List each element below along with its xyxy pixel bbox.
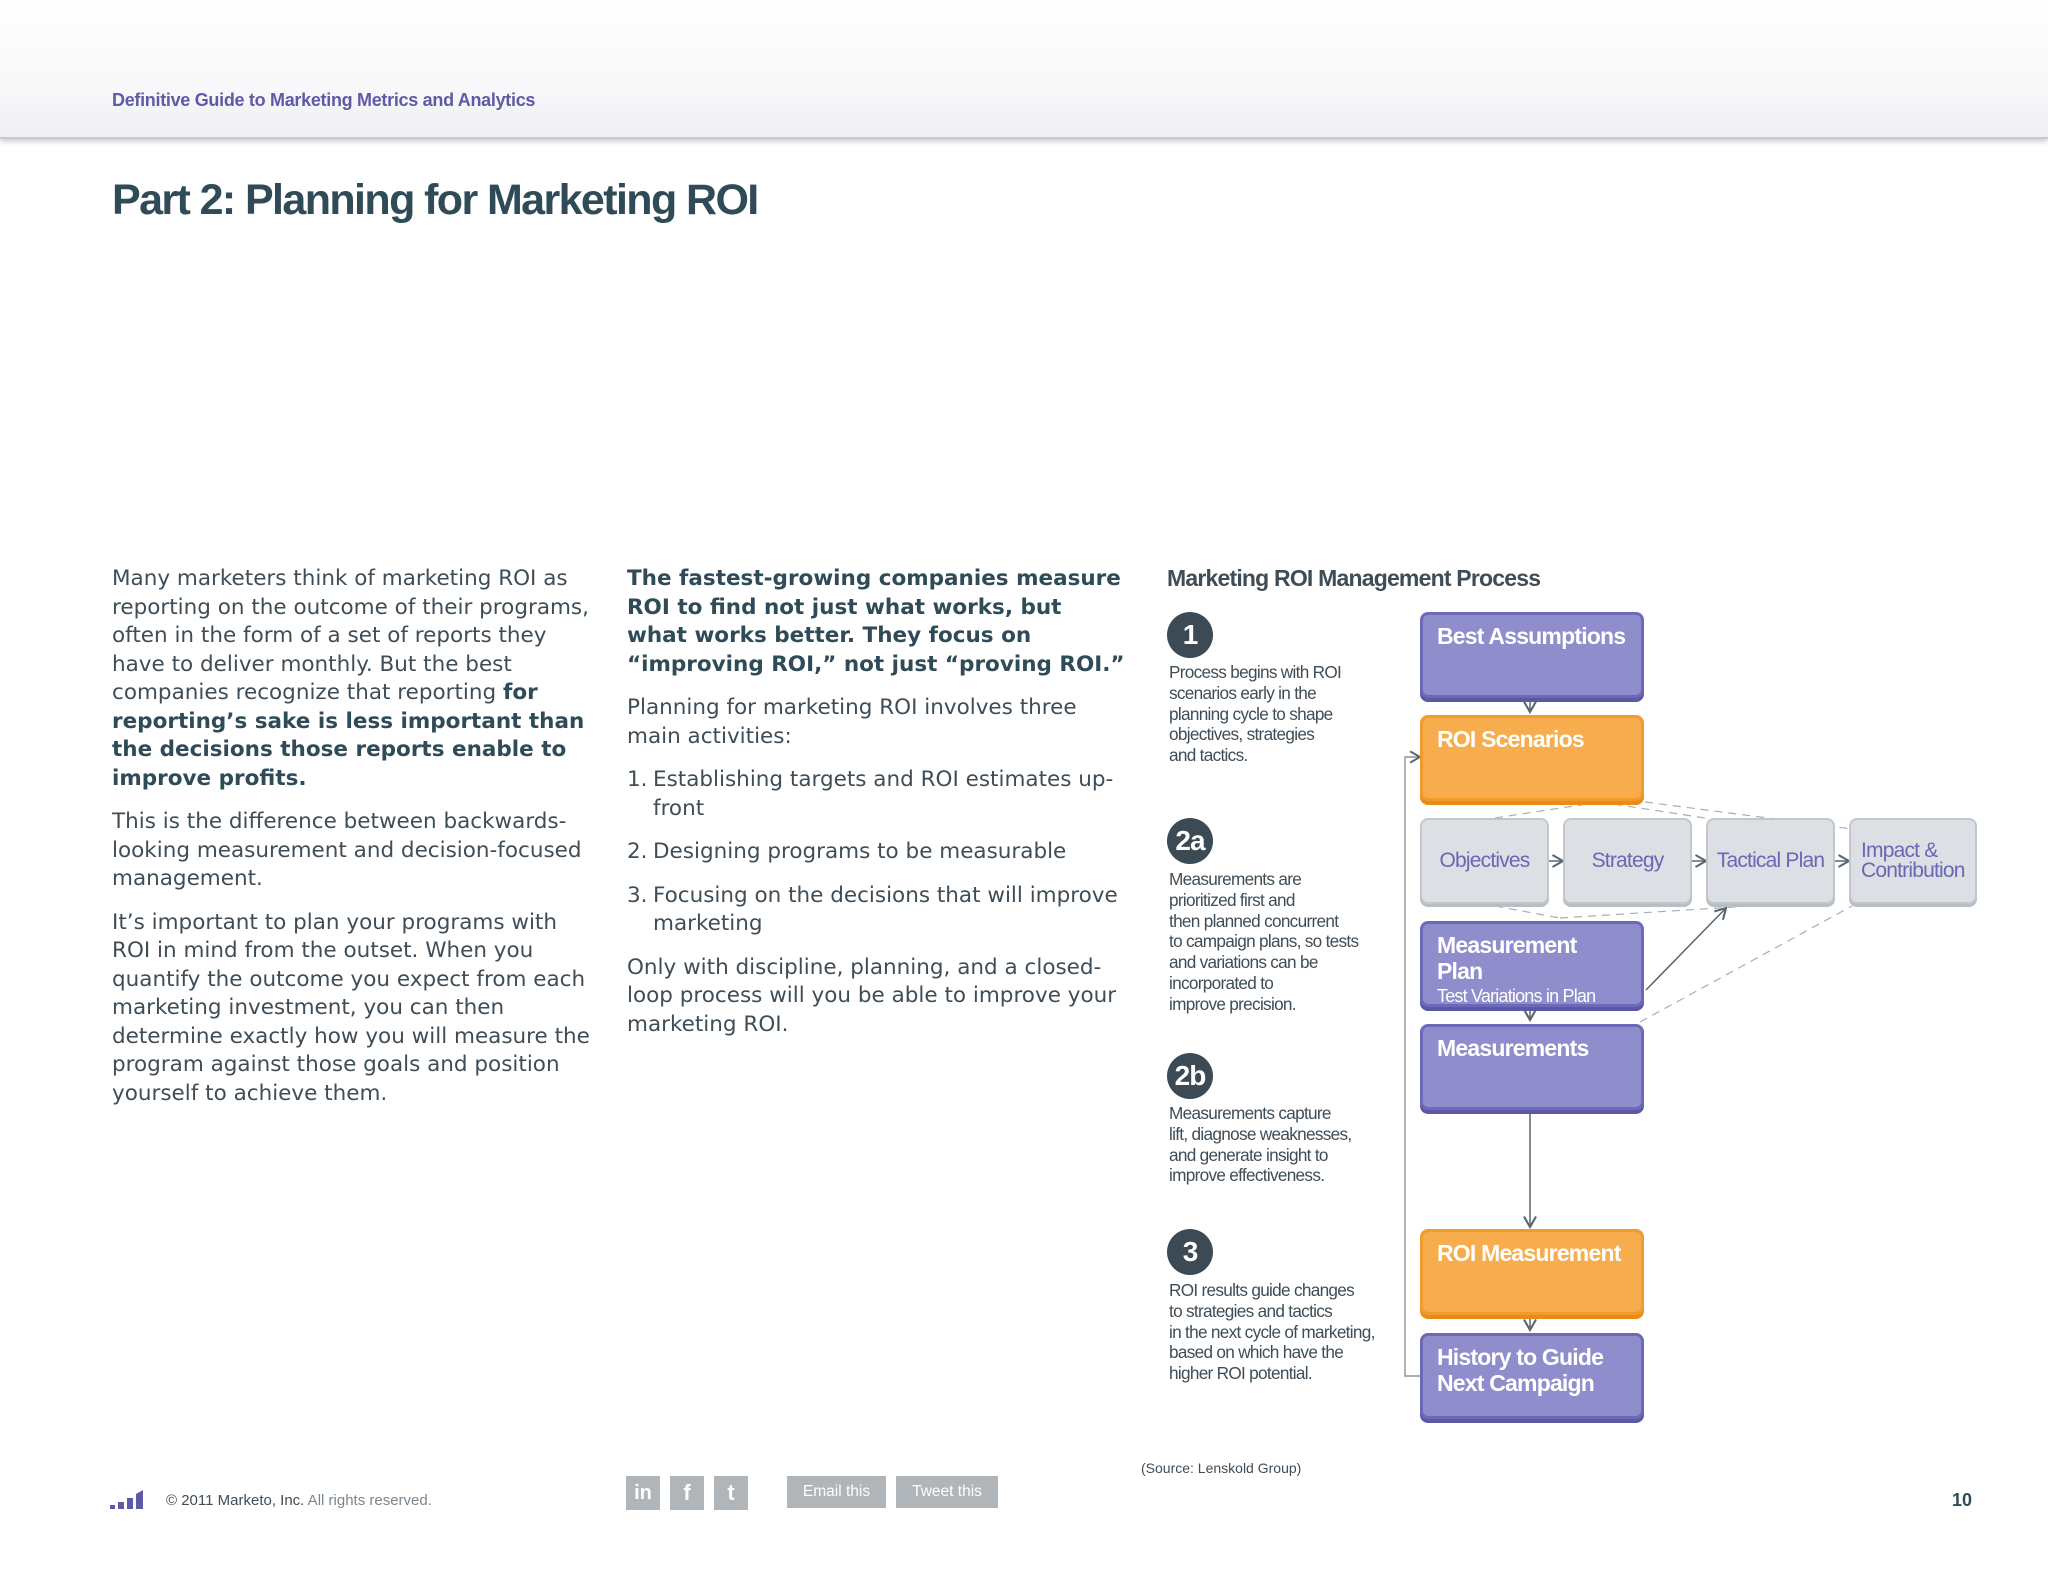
box-label: ROI Scenarios <box>1437 726 1585 752</box>
description-line: based on which have the <box>1169 1342 1344 1363</box>
description-line: then planned concurrent <box>1169 910 1339 931</box>
linkedin-icon[interactable]: in <box>626 1476 660 1510</box>
step-description: ROI results guide changes to strategies … <box>1169 1280 1375 1384</box>
rights-text: All rights reserved. <box>304 1492 432 1509</box>
box-label: Best Assumptions <box>1437 623 1626 649</box>
measurement-plan-box: Measurement Plan Test Variations in Plan <box>1420 921 1644 1007</box>
step-badge: 1 <box>1167 612 1213 658</box>
strategy-box: Strategy <box>1563 818 1692 904</box>
copyright: © 2011 Marketo, Inc. All rights reserved… <box>166 1492 432 1509</box>
list-text: Focusing on the decisions that will impr… <box>653 882 1118 937</box>
description-line: and variations can be <box>1169 952 1318 973</box>
description-line: improve precision. <box>1169 993 1297 1014</box>
step-description: Process begins with ROI scenarios early … <box>1169 662 1342 766</box>
marketo-logo-icon <box>110 1490 143 1509</box>
description-line: Measurements are <box>1169 869 1302 889</box>
roi-scenarios-box: ROI Scenarios <box>1420 715 1644 801</box>
description-line: prioritized first and <box>1169 889 1295 910</box>
list-number: 1. <box>627 767 648 792</box>
step-description: Measurements capture lift, diagnose weak… <box>1169 1103 1352 1186</box>
list-item: 3. Focusing on the decisions that will i… <box>627 882 1127 939</box>
paragraph: Many marketers think of marketing ROI as… <box>112 565 598 793</box>
description-line: ROI results guide changes <box>1169 1280 1355 1300</box>
tweet-this-button[interactable]: Tweet this <box>896 1476 998 1508</box>
paragraph: This is the difference between backwards… <box>112 809 582 891</box>
measurements-box: Measurements <box>1420 1024 1644 1110</box>
paragraph: It’s important to plan your programs wit… <box>112 909 590 1106</box>
description-line: Measurements capture <box>1169 1103 1331 1123</box>
step-badge: 2b <box>1167 1053 1213 1099</box>
step-badge: 2a <box>1167 818 1213 864</box>
history-box: History to Guide Next Campaign <box>1420 1333 1644 1419</box>
box-label: Measurement Plan <box>1437 932 1577 984</box>
objectives-box: Objectives <box>1420 818 1549 904</box>
description-line: in the next cycle of marketing, <box>1169 1321 1375 1342</box>
email-this-button[interactable]: Email this <box>787 1476 886 1508</box>
description-line: and tactics. <box>1169 745 1248 766</box>
best-assumptions-box: Best Assumptions <box>1420 612 1644 698</box>
tactical-plan-box: Tactical Plan <box>1706 818 1835 904</box>
box-label: Contribution <box>1861 859 1965 882</box>
list-item: 1. Establishing targets and ROI estimate… <box>627 766 1127 823</box>
description-line: to campaign plans, so tests <box>1169 931 1359 952</box>
step-description: Measurements are prioritized first and t… <box>1169 869 1359 1015</box>
box-label: History to Guide <box>1437 1344 1604 1370</box>
description-line: lift, diagnose weaknesses, <box>1169 1123 1352 1144</box>
list-text: Designing programs to be measurable <box>653 839 1067 864</box>
twitter-icon[interactable]: t <box>714 1476 748 1510</box>
box-label: Objectives <box>1439 849 1530 872</box>
list-text: Establishing targets and ROI estimates u… <box>653 767 1114 821</box>
source-note: (Source: Lenskold Group) <box>1141 1460 1302 1476</box>
document-title: Definitive Guide to Marketing Metrics an… <box>112 90 536 110</box>
description-line: objectives, strategies <box>1169 724 1315 745</box>
pull-quote: The fastest-growing companies measure RO… <box>627 566 1125 677</box>
box-sublabel: Test Variations in Plan <box>1437 986 1596 1006</box>
box-label: ROI Measurement <box>1437 1240 1621 1266</box>
description-line: scenarios early in the <box>1169 682 1317 703</box>
description-line: to strategies and tactics <box>1169 1300 1333 1321</box>
description-line: and generate insight to <box>1169 1144 1328 1165</box>
list-number: 3. <box>627 882 648 908</box>
step-badge: 3 <box>1167 1229 1213 1275</box>
paragraph: Only with discipline, planning, and a cl… <box>627 954 1117 1037</box>
page-title: Part 2: Planning for Marketing ROI <box>112 176 759 224</box>
list-item: 2. Designing programs to be measurable <box>627 838 1127 867</box>
column-left: Many marketers think of marketing ROI as… <box>112 565 598 1123</box>
copyright-text: © 2011 Marketo, Inc. <box>166 1492 305 1509</box>
column-middle: The fastest-growing companies measure RO… <box>627 565 1127 1054</box>
description-line: Process begins with ROI <box>1169 662 1342 682</box>
box-label: Next Campaign <box>1437 1370 1595 1396</box>
header-band <box>0 0 2048 139</box>
description-line: planning cycle to shape <box>1169 703 1333 724</box>
description-line: higher ROI potential. <box>1169 1363 1313 1384</box>
box-label: Strategy <box>1591 849 1665 872</box>
diagram-title: Marketing ROI Management Process <box>1167 565 1541 591</box>
box-label: Impact & <box>1861 839 1938 862</box>
impact-contribution-box: Impact & Contribution <box>1849 818 1977 904</box>
box-label: Tactical Plan <box>1716 849 1825 872</box>
roi-measurement-box: ROI Measurement <box>1420 1229 1644 1315</box>
facebook-icon[interactable]: f <box>670 1476 704 1510</box>
box-label: Measurements <box>1437 1035 1589 1061</box>
paragraph-text: Many marketers think of marketing ROI as… <box>112 566 589 705</box>
description-line: incorporated to <box>1169 972 1274 993</box>
page-number: 10 <box>1952 1490 1973 1510</box>
paragraph-emphasis: for reporting’s sake is less important t… <box>112 680 585 791</box>
list-number: 2. <box>627 839 648 864</box>
paragraph: Planning for marketing ROI involves thre… <box>627 695 1077 749</box>
description-line: improve effectiveness. <box>1169 1165 1325 1186</box>
